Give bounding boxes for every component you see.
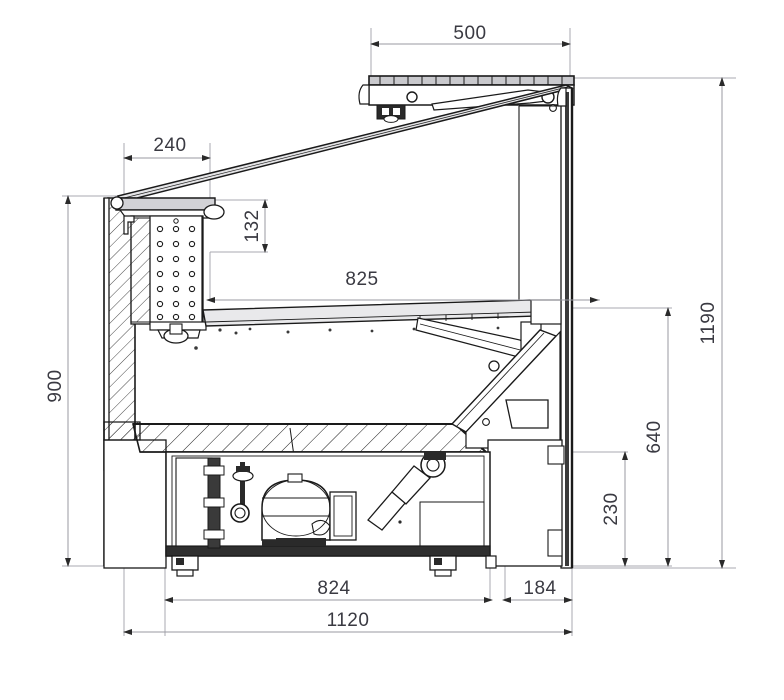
dimension-1190-label: 1190 (698, 302, 719, 345)
dimension-900-label: 900 (45, 369, 66, 402)
rear-vertical-post (518, 87, 574, 569)
dimension-824: 824 (164, 578, 493, 603)
dimension-500-label: 500 (453, 23, 486, 44)
dimension-824-label: 824 (317, 578, 350, 599)
dimension-825-label: 825 (345, 269, 378, 290)
dimension-1120-label: 1120 (327, 610, 370, 631)
dimension-240: 240 (123, 135, 211, 161)
fan-motor (367, 452, 446, 531)
dimension-825: 825 (206, 269, 599, 303)
dimension-900: 900 (45, 195, 71, 567)
dimension-230: 230 (601, 451, 628, 567)
dimension-132-label: 132 (242, 209, 263, 242)
front-insulation-panel (103, 197, 167, 569)
diagonal-support-strut (450, 329, 565, 567)
dimension-1120: 1120 (123, 610, 573, 635)
dimension-640-label: 640 (644, 420, 665, 453)
dimension-184: 184 (502, 578, 573, 603)
dimension-500: 500 (370, 23, 571, 47)
adjustable-feet (171, 555, 497, 577)
compressor-assembly (165, 451, 497, 577)
dimension-184-label: 184 (523, 578, 556, 599)
dimension-640: 640 (644, 307, 671, 567)
dimension-240-label: 240 (153, 135, 186, 156)
dimension-1190: 1190 (698, 77, 725, 569)
dimension-230-label: 230 (601, 492, 622, 525)
dimension-132: 132 (242, 199, 268, 253)
